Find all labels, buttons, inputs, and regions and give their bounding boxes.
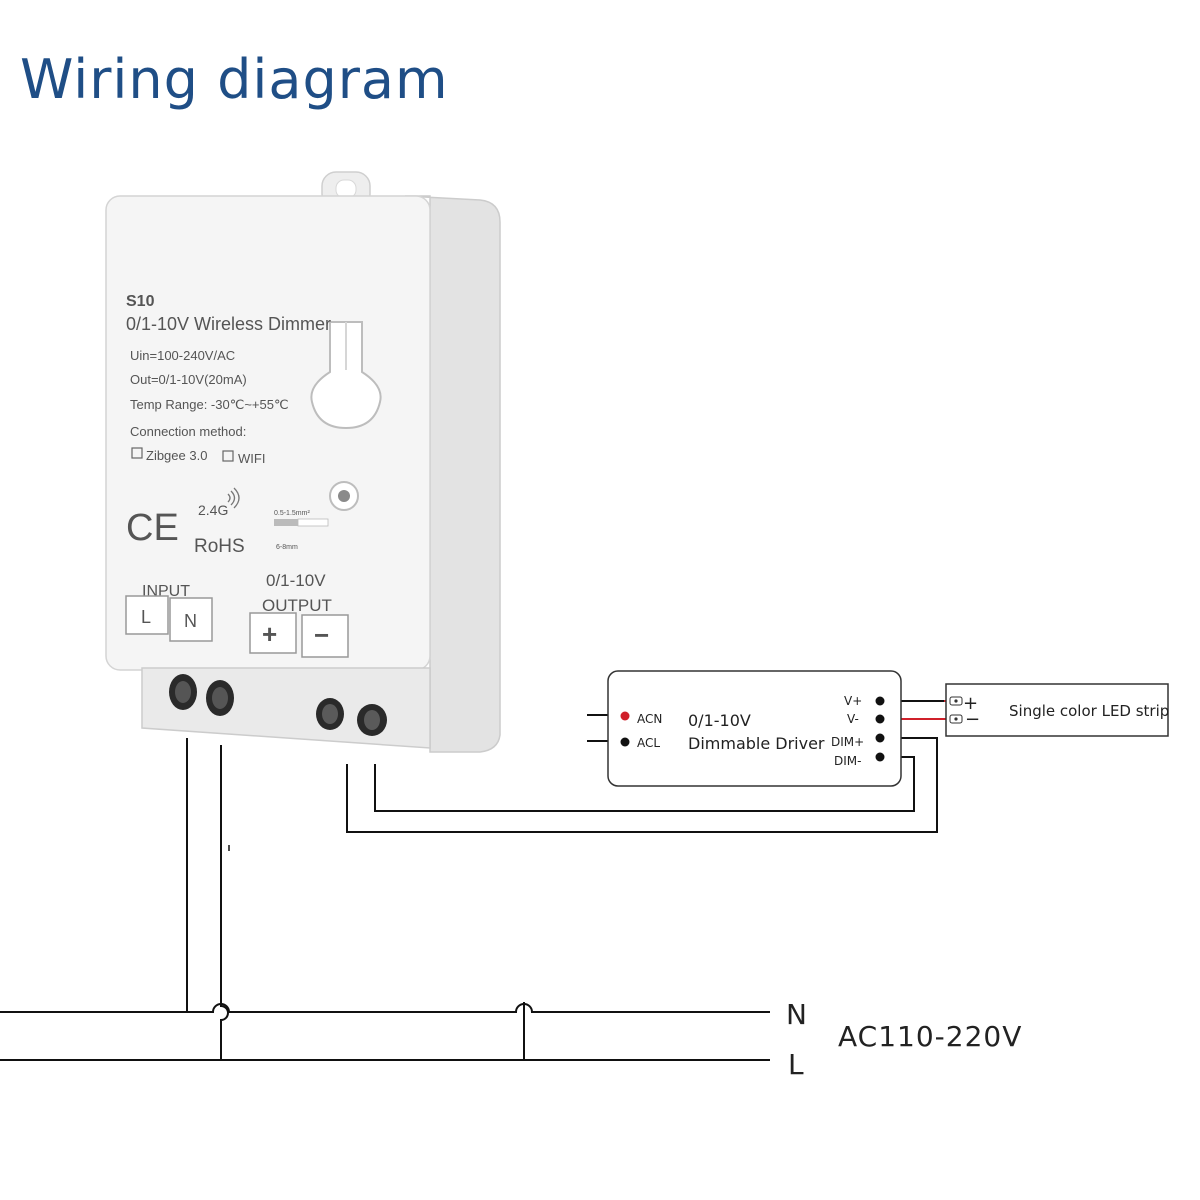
- driver-title-1: 0/1-10V: [688, 711, 751, 730]
- device-temp: Temp Range: -30℃~+55℃: [130, 397, 289, 412]
- mains-l-label: L: [788, 1048, 804, 1081]
- driver-dimminus-label: DIM-: [834, 754, 861, 768]
- mains-n-line: [0, 1003, 770, 1013]
- wire-dim-plus: [346, 737, 938, 833]
- mains-n-label: N: [786, 998, 807, 1031]
- acn-dot: [620, 711, 630, 721]
- option-wifi: WIFI: [238, 451, 265, 466]
- zigbee-checkbox: [131, 447, 143, 459]
- output-label-1: 0/1-10V: [266, 571, 326, 590]
- wires: [0, 700, 950, 1061]
- driver-acn-label: ACN: [637, 712, 662, 726]
- led-strip-box: [945, 683, 1169, 737]
- wifi-checkbox: [222, 450, 234, 462]
- mounting-slot: [310, 321, 382, 430]
- ce-mark: CE: [126, 507, 179, 549]
- screw-terminals: [169, 674, 387, 736]
- led-minus: −: [965, 709, 980, 730]
- device-out: Out=0/1-10V(20mA): [130, 372, 247, 387]
- driver-box: [607, 670, 902, 787]
- page-title: Wiring diagram: [20, 48, 449, 111]
- device-uin: Uin=100-240V/AC: [130, 348, 235, 363]
- wire-dim-minus: [374, 756, 915, 812]
- rohs-mark: RoHS: [194, 536, 245, 557]
- wire-spec-1: 0.5-1.5mm²: [274, 510, 310, 517]
- led-strip: + − Single color LED strip: [945, 683, 1169, 737]
- terminal-l-box: [125, 595, 169, 635]
- device-side: [404, 195, 501, 753]
- output-label-2: OUTPUT: [262, 596, 332, 615]
- driver-title-2: Dimmable Driver: [688, 734, 825, 753]
- option-zigbee: Zibgee 3.0: [146, 448, 207, 463]
- device-name: 0/1-10V Wireless Dimmer: [126, 314, 331, 334]
- dimmable-driver: ACN ACL 0/1-10V Dimmable Driver V+ V- DI…: [607, 670, 902, 787]
- led-plus: +: [963, 693, 978, 714]
- led-strip-label: Single color LED strip: [1009, 702, 1169, 720]
- wire-l: [220, 745, 229, 1060]
- terminal-plus-box: [249, 612, 297, 654]
- wireless-icon: [227, 487, 240, 509]
- device-model: S10: [126, 293, 155, 310]
- terminal-minus: −: [314, 620, 329, 650]
- driver-vplus-label: V+: [844, 694, 862, 708]
- acl-dot: [620, 737, 630, 747]
- terminal-plus: +: [262, 619, 277, 649]
- wire-spec-2: 6-8mm: [276, 544, 298, 551]
- driver-vminus-label: V-: [847, 712, 859, 726]
- terminal-minus-box: [301, 614, 349, 658]
- button-indicator: [338, 490, 350, 502]
- terminal-l: L: [141, 607, 151, 627]
- driver-acl-label: ACL: [637, 736, 660, 750]
- driver-dimplus-label: DIM+: [831, 735, 864, 749]
- terminal-n-box: [169, 597, 213, 642]
- mains-voltage: AC110-220V: [838, 1020, 1022, 1053]
- frequency-label: 2.4G: [198, 502, 228, 518]
- wire-strip-icon: [274, 519, 298, 526]
- terminal-n: N: [184, 611, 197, 631]
- dimmer-device: S10 0/1-10V Wireless Dimmer Uin=100-240V…: [105, 171, 501, 753]
- connection-method-label: Connection method:: [130, 424, 246, 439]
